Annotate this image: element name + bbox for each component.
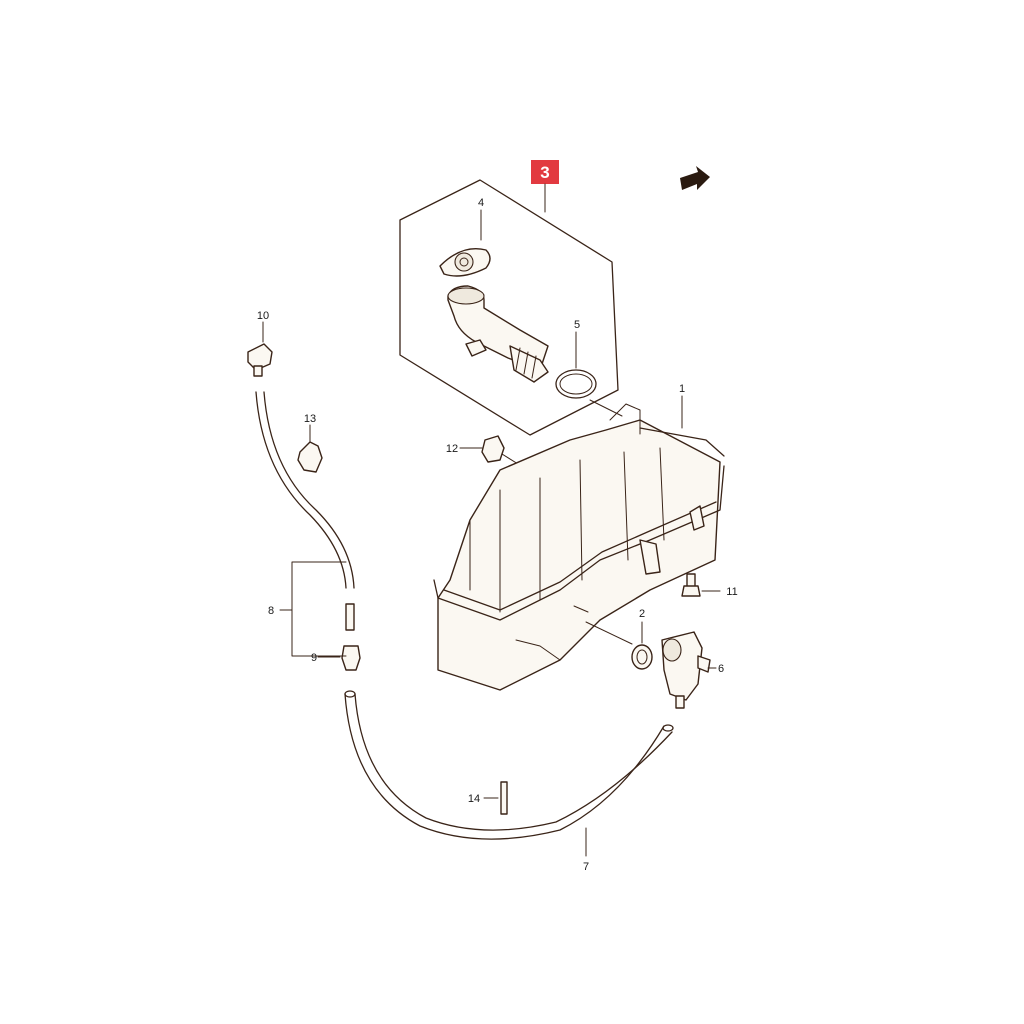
part-filler-neck[interactable] [447,285,549,383]
bracket-8 [291,561,347,657]
label-part-5: 5 [574,319,580,331]
label-part-6: 6 [718,663,724,675]
part-9-joint[interactable] [341,645,361,671]
part-14-tie[interactable] [500,781,508,815]
part-10-nozzle[interactable] [247,343,273,377]
group-boundary [399,179,619,436]
label-part-4: 4 [478,197,484,209]
label-part-8: 8 [268,605,274,617]
part-8-upper-hose[interactable] [255,391,355,631]
label-part-13: 13 [304,413,316,425]
part-labels: 4 5 1 10 13 12 8 9 11 2 6 14 7 [257,197,738,873]
part-6-washer-pump[interactable] [661,631,711,709]
front-direction-arrow-icon [680,166,710,190]
label-part-1: 1 [679,383,685,395]
part-11-bolt[interactable] [681,573,701,597]
label-part-2: 2 [639,608,645,620]
label-part-9: 9 [311,652,317,664]
label-part-11: 11 [726,586,737,598]
label-part-7: 7 [583,861,589,873]
label-part-12: 12 [446,443,458,455]
group-callout-3[interactable]: 3 [531,160,559,184]
part-4-cap[interactable] [439,248,491,277]
part-7-lower-hose[interactable] [344,690,674,840]
label-part-10: 10 [257,310,269,322]
label-part-14b: 14 [468,793,480,805]
part-1-washer-tank[interactable] [433,403,725,691]
part-5-o-ring[interactable] [555,369,597,399]
part-12-grommet[interactable] [481,435,505,463]
part-13-clip[interactable] [297,441,323,473]
svg-text:3: 3 [540,163,549,182]
part-2-grommet[interactable] [631,644,653,670]
